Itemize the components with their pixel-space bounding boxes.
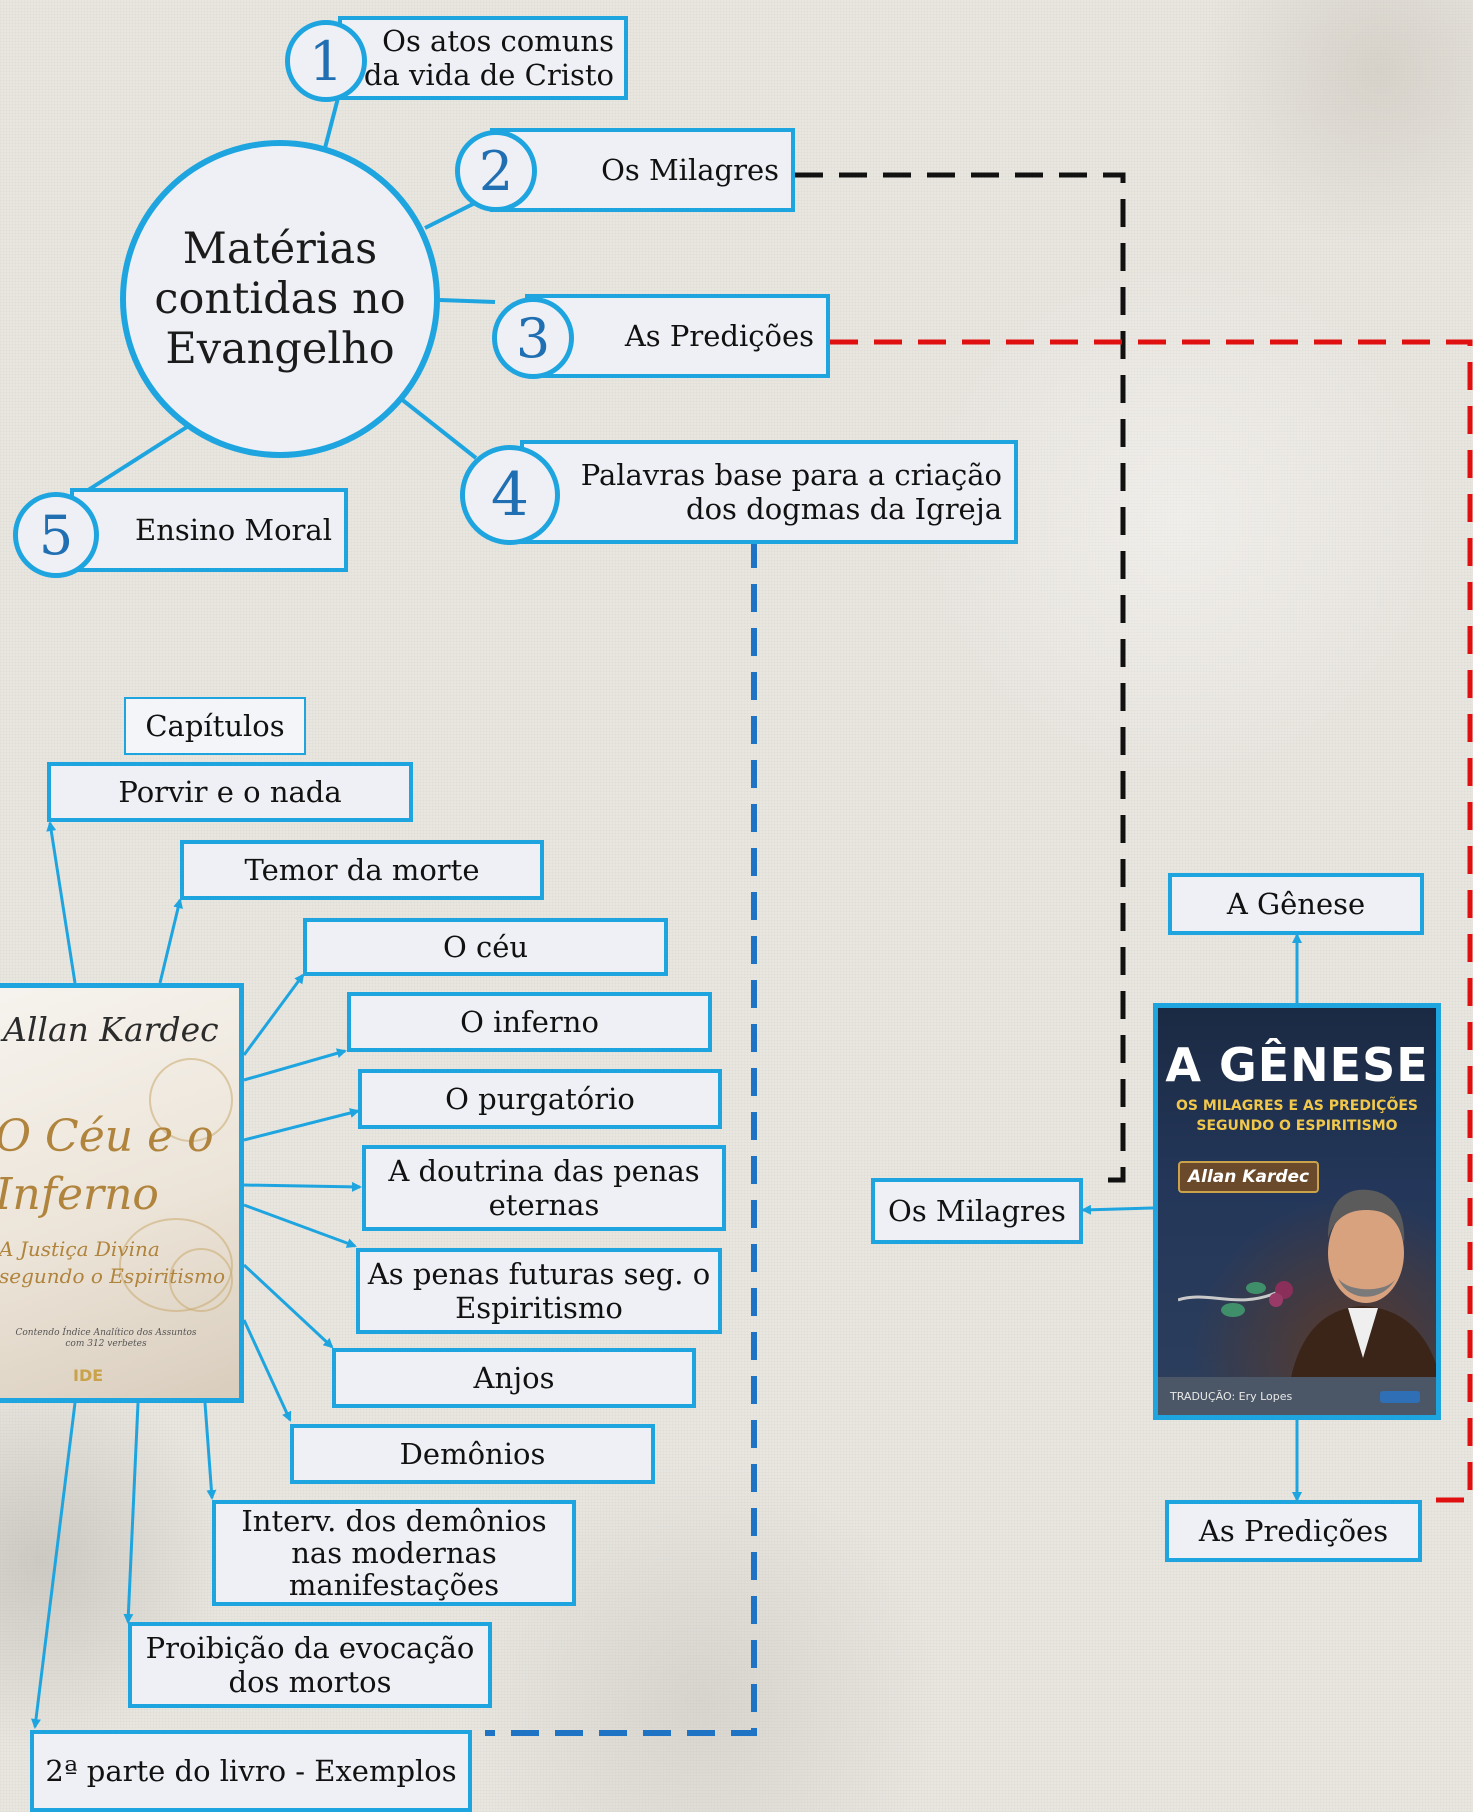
genese-cover-author: Allan Kardec xyxy=(1178,1161,1320,1193)
chapter-box: Interv. dos demônios nas modernas manife… xyxy=(212,1500,576,1606)
ceu-book-subtitle: A Justiça Divina segundo o Espiritismo xyxy=(0,1237,225,1288)
topic-5-number: 5 xyxy=(13,492,99,578)
ceu-book-author: Allan Kardec xyxy=(3,1010,219,1049)
topic-5-label: Ensino Moral xyxy=(70,488,348,572)
genese-cover-title: A GÊNESE xyxy=(1165,1038,1429,1092)
genese-cover-subtitle: OS MILAGRES E AS PREDIÇÕES SEGUNDO O ESP… xyxy=(1175,1098,1419,1134)
ceu-book-title: O Céu e o Inferno xyxy=(0,1111,214,1220)
chapter-box: A doutrina das penas eternas xyxy=(362,1145,726,1231)
topic-3-number: 3 xyxy=(492,297,574,379)
chapter-box: Proibição da evocação dos mortos xyxy=(128,1622,492,1708)
topic-4-number: 4 xyxy=(460,445,560,545)
topic-2-number: 2 xyxy=(455,130,537,212)
chapter-box: Porvir e o nada xyxy=(47,762,413,822)
chapter-box: O inferno xyxy=(347,992,712,1052)
chapter-box: O purgatório xyxy=(358,1069,722,1129)
part2-examples-box: 2ª parte do livro - Exemplos xyxy=(30,1730,472,1812)
chapter-box: Anjos xyxy=(332,1348,696,1408)
grapevine-icon xyxy=(1178,1281,1293,1317)
genese-milagres-box: Os Milagres xyxy=(871,1178,1083,1244)
genese-label-box: A Gênese xyxy=(1168,873,1424,935)
ceu-inferno-book-cover: Allan Kardec O Céu e o Inferno A Justiça… xyxy=(0,983,244,1403)
publisher-logo-icon xyxy=(1380,1391,1420,1403)
ceu-book-note: Contendo Índice Analítico dos Assuntos c… xyxy=(15,1328,197,1349)
chapters-header: Capítulos xyxy=(124,697,306,755)
genese-book-cover: A GÊNESE OS MILAGRES E AS PREDIÇÕES SEGU… xyxy=(1153,1003,1441,1420)
topic-1-number: 1 xyxy=(285,20,367,102)
topic-3-label: As Predições xyxy=(525,294,830,378)
genese-predicoes-box: As Predições xyxy=(1165,1500,1422,1562)
chapter-box: Temor da morte xyxy=(180,840,544,900)
topic-4-label: Palavras base para a criação dos dogmas … xyxy=(520,440,1018,544)
topic-1-label: Os atos comuns da vida de Cristo xyxy=(338,16,628,100)
kardec-portrait-icon xyxy=(1288,1189,1436,1393)
ceu-book-publisher: IDE xyxy=(73,1366,104,1385)
center-topic-circle: Matérias contidas no Evangelho xyxy=(120,140,440,458)
genese-cover-translation: TRADUÇÃO: Ery Lopes xyxy=(1170,1390,1293,1403)
chapter-box: Demônios xyxy=(290,1424,655,1484)
chapter-box: As penas futuras seg. o Espiritismo xyxy=(356,1248,722,1334)
chapter-box: O céu xyxy=(303,918,668,976)
